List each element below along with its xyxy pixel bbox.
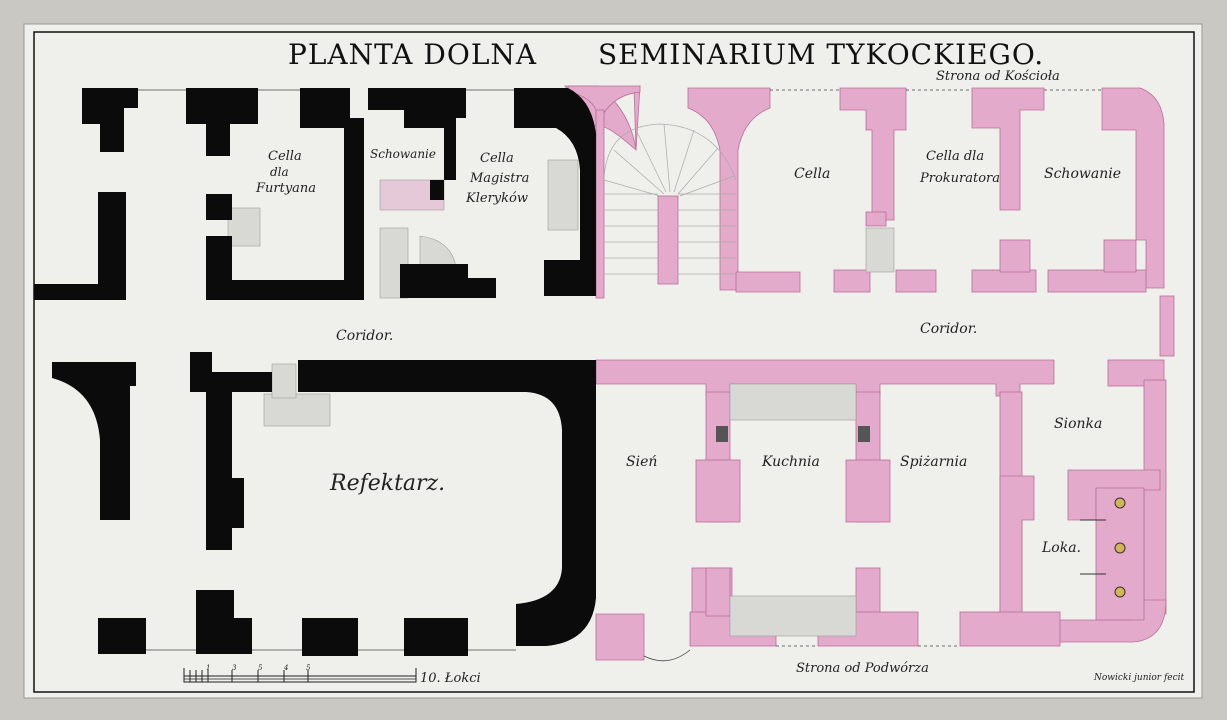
title-part2: SEMINARIUM TYKOCKIEGO. <box>598 38 1044 71</box>
wall-refektarz-bottom-2 <box>302 618 358 656</box>
wall-refektarz-left <box>190 352 272 550</box>
wall-refektarz-corner <box>516 568 596 646</box>
stove-block <box>1095 487 1145 621</box>
label-top-side: Strona od Kościoła <box>936 69 1060 84</box>
top-wall-seg-5 <box>999 239 1031 273</box>
top-wall-cella-left <box>735 271 801 293</box>
wall-col-2a <box>206 194 232 220</box>
top-wall-seg-2 <box>895 269 937 293</box>
staircase <box>603 123 737 275</box>
label-refektarz: Refektarz. <box>329 471 445 496</box>
refektarz-pier <box>271 363 297 399</box>
stove-hole <box>1114 542 1126 554</box>
kitchen-grates <box>716 426 870 442</box>
niche-cella-magistra <box>547 159 579 231</box>
kitchen-pier-left <box>695 459 741 523</box>
signature: Nowicki junior fecit <box>1093 673 1185 683</box>
top-pier-3 <box>971 87 1045 211</box>
thin-lines <box>138 89 1102 662</box>
wall-schowanie-top <box>368 88 404 110</box>
left-wall-stub <box>34 284 126 300</box>
left-pier-corridor <box>52 362 136 520</box>
label-loka: Loka. <box>1041 540 1081 556</box>
label-sien: Sień <box>626 454 657 470</box>
stair-wall-left <box>595 109 605 299</box>
label-corridor-left: Coridor. <box>336 328 393 344</box>
scale-tick: 4 <box>283 664 288 672</box>
label-cella-prokuratora-1: Cella dla <box>926 149 984 164</box>
refektarz-stove <box>263 393 331 427</box>
label-cella: Cella <box>794 166 830 182</box>
top-wall-seg-6 <box>1103 239 1137 273</box>
scale-tick: 5 <box>258 664 263 672</box>
top-wall-seg-3 <box>971 269 1037 293</box>
bottom-wall-bottom <box>595 613 645 661</box>
left-wall-top <box>98 192 126 288</box>
wall-schowanie-right <box>404 88 466 200</box>
wall-refektarz-bottom-3 <box>404 618 468 656</box>
old-walls <box>34 88 596 656</box>
label-cella-furtyana-2: dla <box>270 165 289 179</box>
fixtures <box>219 159 895 637</box>
wall-refektarz-bottom-4 <box>196 618 252 654</box>
scale-tick: 5 <box>306 664 311 672</box>
top-wall-seg-7 <box>865 211 887 227</box>
wall-cella-magistra <box>514 88 596 296</box>
label-spizarnia: Spiżarnia <box>900 454 967 470</box>
label-schowanie-right: Schowanie <box>1044 166 1121 182</box>
wall-refektarz-pier <box>230 478 244 528</box>
fireplace-1 <box>227 207 261 247</box>
label-kuchnia: Kuchnia <box>761 454 820 470</box>
left-pier-top <box>82 88 138 152</box>
wall-bottom-1 <box>206 280 356 300</box>
bottom-wall-seg-3 <box>959 611 1061 647</box>
wall-magistra-stub <box>466 278 496 298</box>
scale-bar: 1 3 5 4 5 10. Łokci <box>183 664 481 686</box>
room-labels: Strona od Kościoła Strona od Podwórza Ce… <box>255 69 1121 676</box>
cella-niche <box>865 227 895 273</box>
label-bottom-side: Strona od Podwórza <box>796 661 929 676</box>
wall-schowanie-bottom <box>400 264 468 298</box>
stove-hole <box>1114 497 1126 509</box>
scale-tick: 3 <box>232 664 237 672</box>
label-sionka: Sionka <box>1054 416 1102 432</box>
wall-refektarz-top <box>298 360 596 572</box>
wall-cella-right <box>300 88 364 300</box>
label-cella-prokuratora-2: Prokuratora <box>919 171 1000 186</box>
label-cella-furtyana-3: Furtyana <box>255 181 316 196</box>
stair-newel <box>657 195 679 285</box>
label-cella-magistra-1: Cella <box>480 151 514 166</box>
kitchen-bottom-hearth <box>729 595 857 637</box>
stair-outline <box>603 123 737 181</box>
stove-holes <box>716 426 1126 598</box>
label-corridor-right: Coridor. <box>920 321 977 337</box>
label-schowanie-left: Schowanie <box>370 147 436 161</box>
top-wall-seg-4 <box>1047 269 1147 293</box>
border-frame <box>33 31 1195 693</box>
top-wall-seg-1 <box>833 269 871 293</box>
bottom-wall-seg-4 <box>705 567 731 617</box>
wall-cella-furtyana <box>186 88 258 156</box>
label-cella-furtyana-1: Cella <box>268 149 302 164</box>
left-pier-bottom <box>98 618 146 654</box>
label-cella-magistra-2: Magistra <box>469 171 529 186</box>
sionka-wall-right <box>1143 379 1167 615</box>
kitchen-hearth <box>729 383 857 421</box>
scale-label: 10. Łokci <box>420 671 481 686</box>
kitchen-pier-right <box>845 459 891 523</box>
corridor-end-wall <box>1159 295 1175 357</box>
scale-tick: 1 <box>206 664 210 672</box>
label-cella-magistra-3: Kleryków <box>465 191 528 206</box>
title-part1: PLANTA DOLNA <box>288 38 537 71</box>
stove-hole <box>1114 586 1126 598</box>
